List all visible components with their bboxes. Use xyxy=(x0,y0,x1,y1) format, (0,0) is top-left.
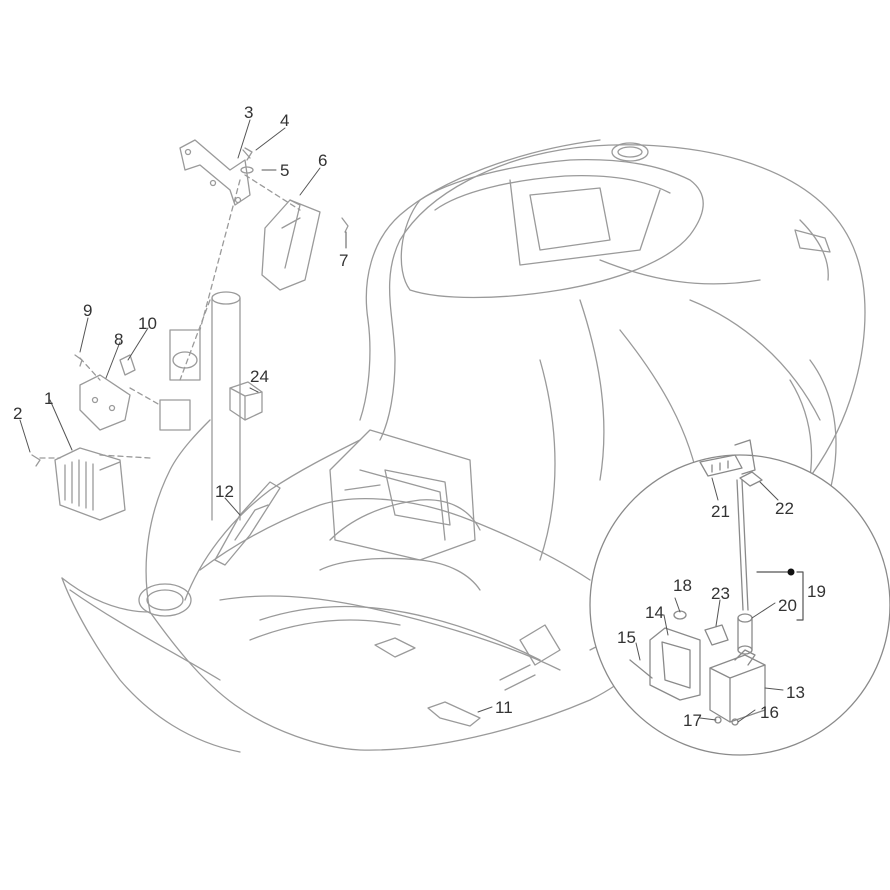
callout-22: 22 xyxy=(775,499,794,518)
leader-lines xyxy=(39,174,301,459)
callout-1: 1 xyxy=(44,389,54,408)
detail-circle xyxy=(589,439,890,756)
part-15-screw xyxy=(629,659,653,679)
part-6-control-unit xyxy=(261,199,321,291)
callout-leaders xyxy=(19,119,784,723)
bracket-dot xyxy=(787,568,795,576)
callout-20: 20 xyxy=(778,596,797,615)
scooter-body xyxy=(61,139,866,753)
callout-17: 17 xyxy=(683,711,702,730)
part-7-screw xyxy=(341,217,349,233)
callout-2: 2 xyxy=(13,404,23,423)
part-3-bracket xyxy=(179,139,251,206)
part-5-washer xyxy=(240,166,254,174)
part-24-relay xyxy=(229,381,263,421)
part-13-ignition-coil xyxy=(709,649,766,723)
part-23-connector xyxy=(704,624,729,646)
callout-11: 11 xyxy=(495,698,513,717)
part-19-cable xyxy=(736,479,749,611)
bracket-19-20 xyxy=(756,571,804,621)
callout-16: 16 xyxy=(760,703,779,722)
callout-15: 15 xyxy=(617,628,636,647)
callout-19: 19 xyxy=(807,582,826,601)
part-10-clip xyxy=(119,354,136,376)
steering-column xyxy=(159,291,241,521)
callout-4: 4 xyxy=(280,111,290,130)
part-20-terminal xyxy=(737,613,753,655)
callout-7: 7 xyxy=(339,251,349,270)
callout-12: 12 xyxy=(215,482,234,501)
callout-3: 3 xyxy=(244,103,254,122)
callout-8: 8 xyxy=(114,330,124,349)
part-11-bracket xyxy=(427,701,481,727)
callout-5: 5 xyxy=(280,161,290,180)
part-2-screw xyxy=(31,454,41,467)
callout-6: 6 xyxy=(318,151,328,170)
part-14-plate xyxy=(649,627,701,701)
callout-13: 13 xyxy=(786,683,805,702)
callout-18: 18 xyxy=(673,576,692,595)
callout-9: 9 xyxy=(83,301,93,320)
part-8-bracket xyxy=(79,374,131,431)
callout-21: 21 xyxy=(711,502,730,521)
part-21-plug-cap xyxy=(699,439,756,477)
callout-23: 23 xyxy=(711,584,730,603)
part-22-clip xyxy=(739,471,763,487)
part-1-voltage-regulator xyxy=(54,447,126,521)
callout-10: 10 xyxy=(138,314,157,333)
part-4-screw xyxy=(242,147,253,161)
callout-24: 24 xyxy=(250,367,269,386)
part-9-screw xyxy=(74,354,83,367)
callout-14: 14 xyxy=(645,603,664,622)
